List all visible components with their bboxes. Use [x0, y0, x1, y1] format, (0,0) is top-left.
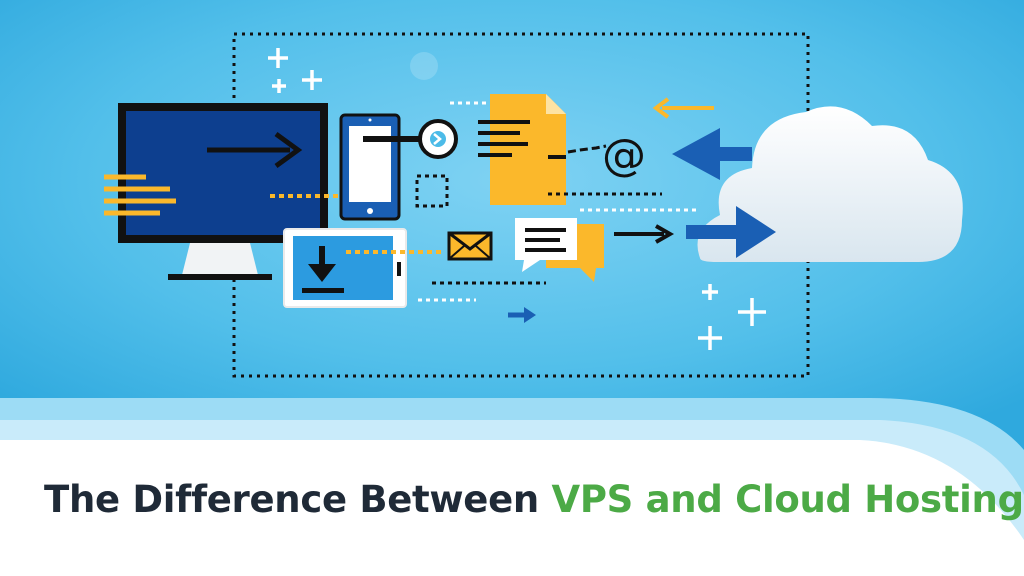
tablet-download-icon — [283, 228, 442, 308]
desktop-monitor-icon — [104, 103, 368, 280]
title-prefix: The Difference Between — [44, 478, 539, 521]
dotted-square — [415, 174, 449, 208]
magnifier-icon — [363, 101, 506, 159]
page-title: The Difference Between VPS and Cloud Hos… — [44, 478, 1024, 521]
title-panel — [0, 440, 1024, 576]
plus-icon — [268, 48, 322, 93]
cloud-icon — [672, 106, 963, 262]
smartphone-icon — [339, 113, 401, 221]
chat-bubble-icon — [515, 218, 675, 282]
title-highlight: VPS and Cloud Hosting — [551, 478, 1024, 521]
envelope-icon — [447, 231, 493, 261]
arrow-icon — [652, 97, 714, 119]
email-at-icon: @ — [567, 130, 646, 181]
at-symbol: @ — [602, 130, 646, 181]
arrow-icon — [508, 307, 536, 323]
glow-dot — [410, 52, 438, 80]
plus-icon — [698, 284, 766, 350]
document-icon — [478, 94, 566, 205]
